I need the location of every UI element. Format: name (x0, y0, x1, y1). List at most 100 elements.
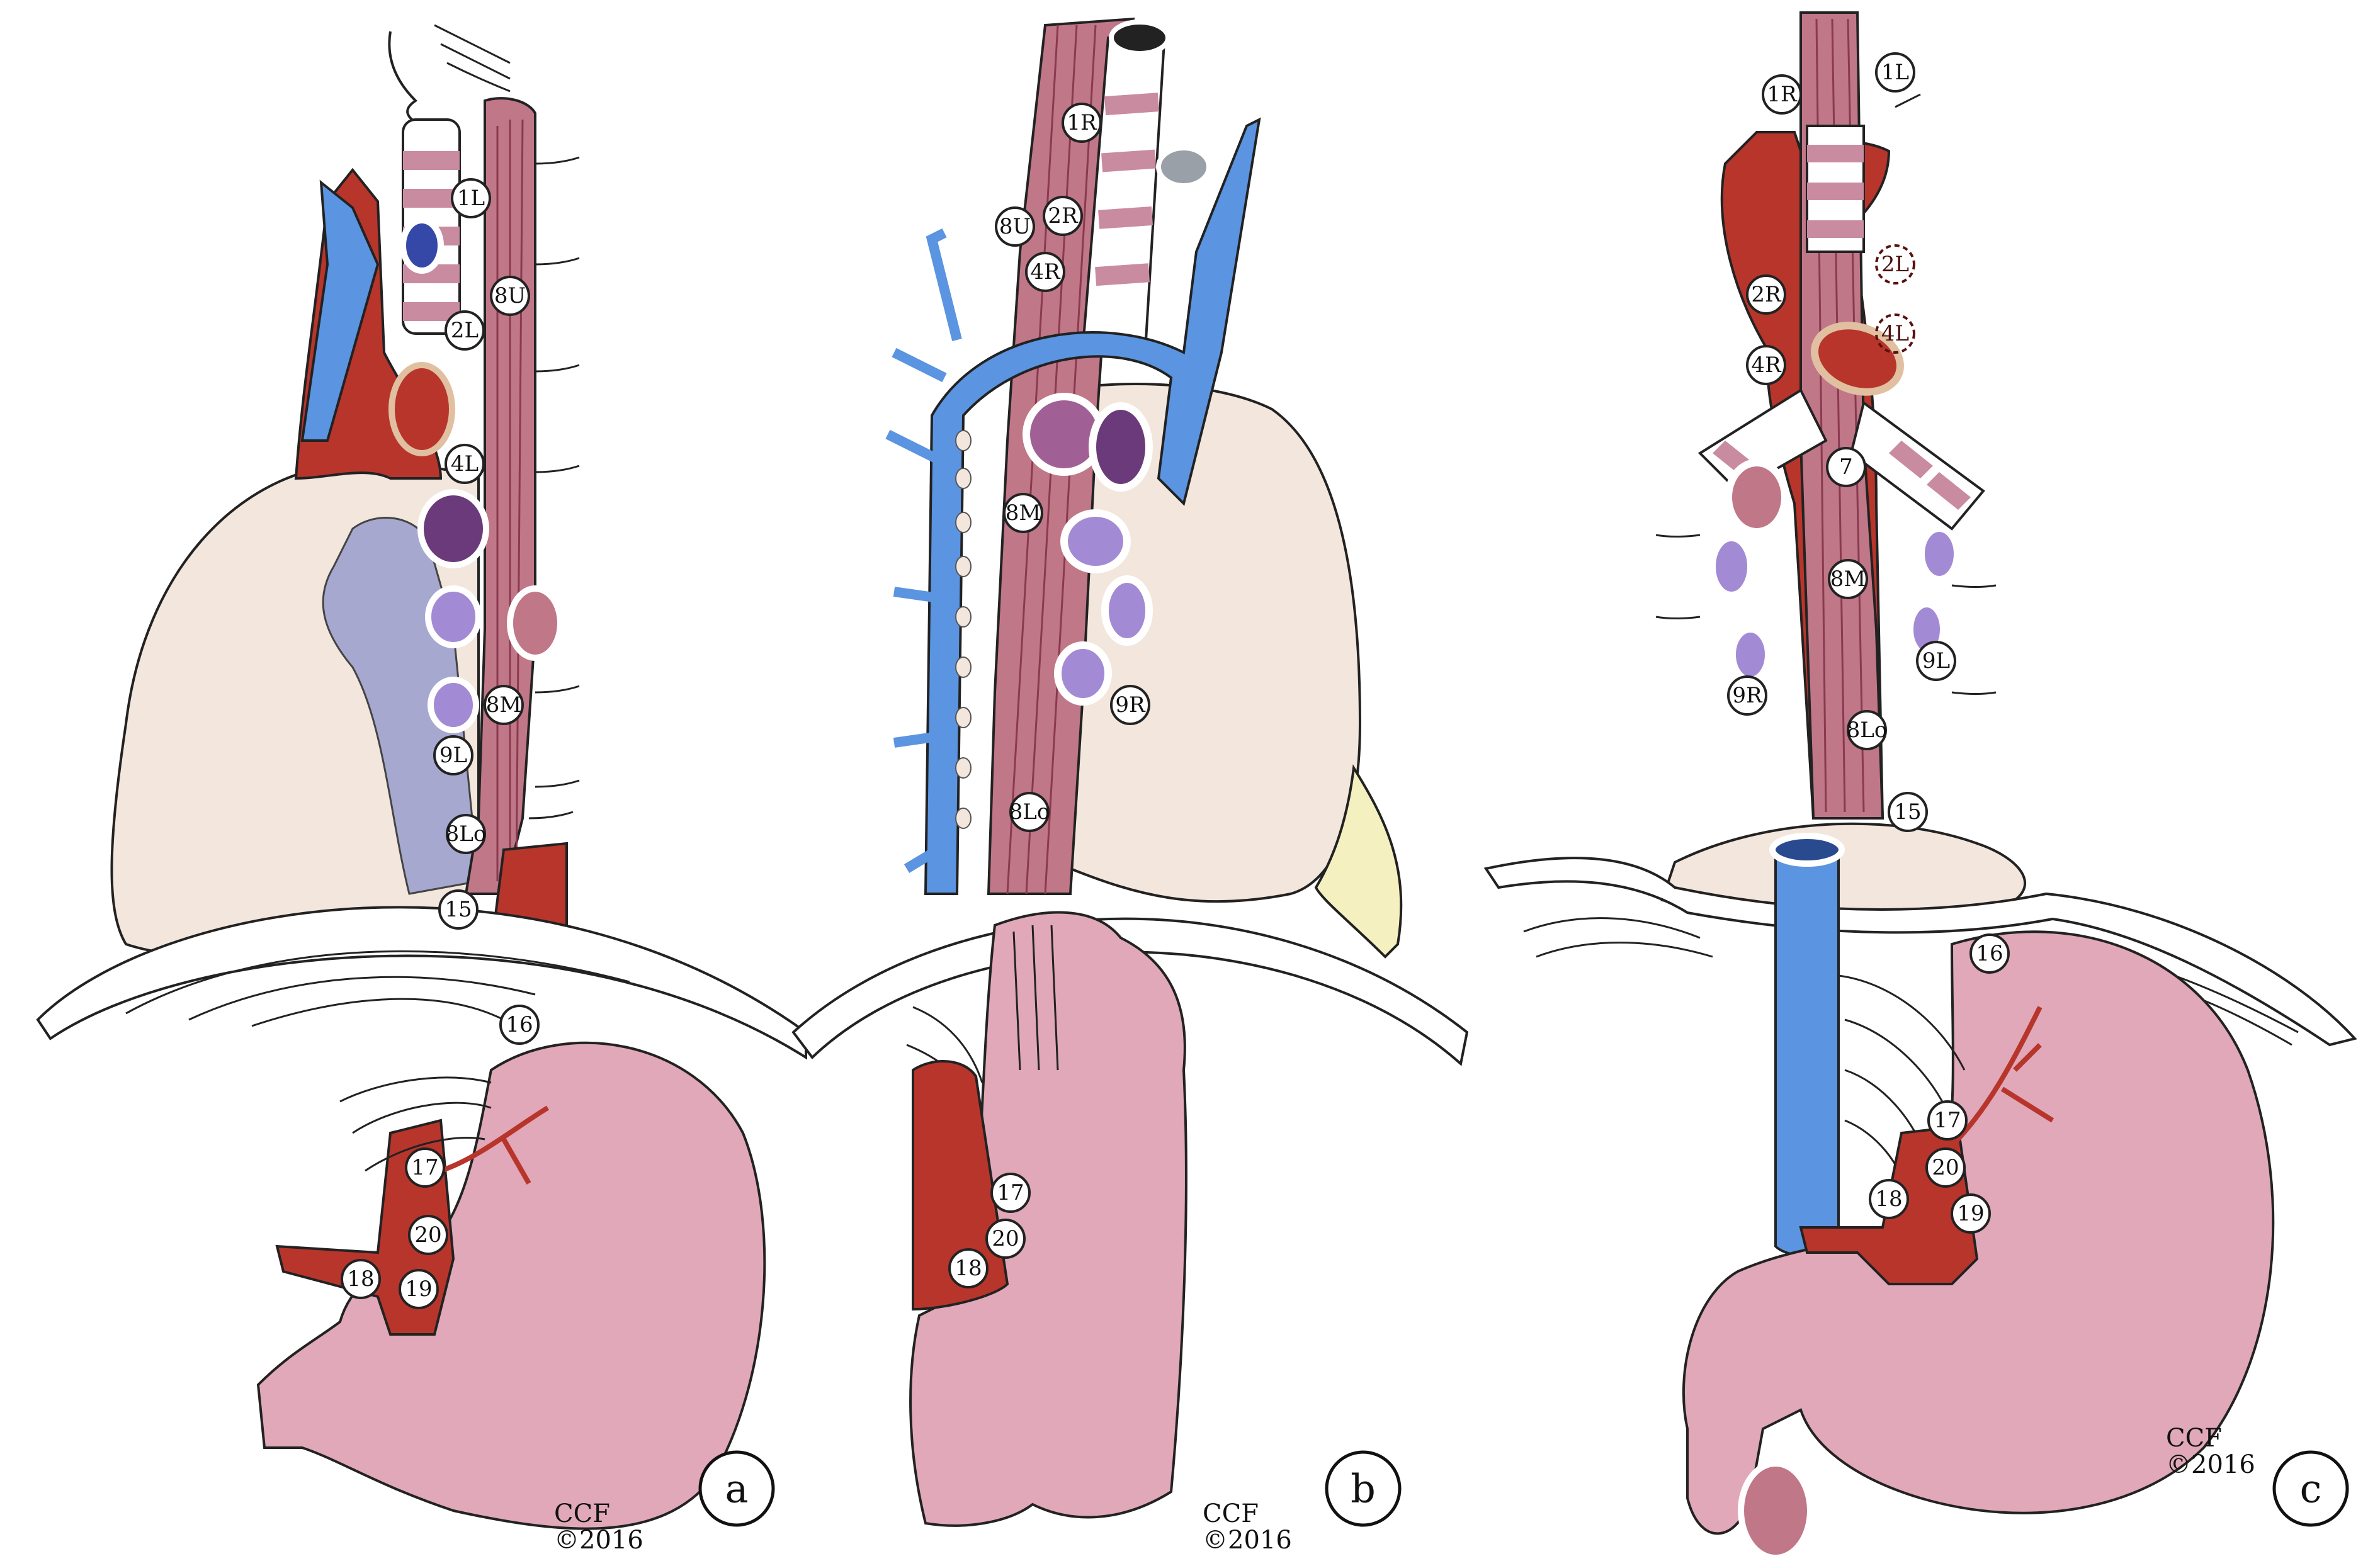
node-mass (1101, 575, 1153, 646)
label-text: 4R (1751, 352, 1782, 378)
label-text: 16 (1976, 941, 2003, 966)
label-circle (1847, 710, 1887, 750)
label-circle (490, 276, 530, 316)
credit-line: CCF (554, 1499, 610, 1528)
label-circle (985, 1219, 1026, 1259)
credit-line: ©2016 (2166, 1450, 2255, 1479)
lymph-node-station-label: 2R (1043, 196, 1083, 236)
label-circle (1062, 103, 1102, 143)
label-text: 17 (1934, 1108, 1961, 1133)
label-circle (341, 1259, 381, 1299)
lymph-node-station-label: 9R (1110, 685, 1150, 725)
ivc-section (1769, 833, 1845, 867)
lymph-node-station-label: 15 (1888, 792, 1928, 832)
label-text: 20 (414, 1222, 441, 1248)
label-circle (451, 178, 491, 218)
lymph-node-station-label: 1L (451, 178, 491, 218)
credit-a: CCF ©2016 (554, 1499, 643, 1555)
label-circle (1003, 493, 1043, 533)
panel-label-b: b (1325, 1450, 1402, 1527)
right-lung (1057, 383, 1362, 903)
label-text: 8Lo (446, 821, 487, 847)
label-text: 1L (1881, 60, 1909, 85)
lymph-node-station-label: 1L (1875, 52, 1915, 93)
node-mass (1054, 641, 1112, 706)
label-circle (438, 889, 479, 930)
label-circle (1875, 313, 1915, 354)
lymph-node-station-label: 1R (1762, 74, 1802, 115)
label-circle (1828, 559, 1868, 599)
label-circle (408, 1215, 448, 1255)
node-mass (1709, 535, 1754, 598)
credit-c: CCF ©2016 (2166, 1424, 2255, 1479)
label-text: 18 (347, 1266, 374, 1292)
lymph-node-station-label: 9L (1916, 641, 1956, 681)
label-text: 20 (992, 1226, 1019, 1251)
lymph-node-station-label: 2L (1875, 244, 1915, 285)
lymph-node-station-label: 16 (499, 1005, 540, 1045)
label-circle (1951, 1193, 1991, 1234)
label-text: 8Lo (1847, 718, 1888, 743)
credit-line: ©2016 (1203, 1526, 1292, 1555)
panel-letter: c (2300, 1466, 2322, 1512)
lymph-node-station-label: 17 (990, 1173, 1031, 1213)
label-circle (1875, 52, 1915, 93)
lymph-node-station-label: 18 (341, 1259, 381, 1299)
label-text: 2L (1881, 252, 1909, 277)
lymph-node-station-label: 17 (1927, 1100, 1968, 1141)
node-mass (417, 489, 489, 568)
lymph-node-station-label: 4L (1875, 313, 1915, 354)
label-text: 8M (1830, 566, 1866, 592)
neck-fibers (388, 24, 511, 133)
label-text: 8M (486, 692, 521, 718)
panel-label-c: c (2272, 1450, 2349, 1527)
label-circle (405, 1147, 445, 1188)
lymph-node-station-label: 9L (433, 735, 473, 775)
credit-b: CCF ©2016 (1203, 1499, 1292, 1555)
node-mass (1089, 402, 1153, 492)
node-chain (955, 430, 972, 829)
gastric-artery-branches (439, 1105, 550, 1185)
lymph-node-station-label: 18 (1869, 1179, 1909, 1219)
lymph-node-station-label: 2L (445, 310, 485, 351)
label-text: 19 (1957, 1201, 1984, 1226)
credit-line: ©2016 (554, 1526, 643, 1555)
node-mass (1060, 509, 1131, 573)
label-text: 4L (451, 451, 479, 476)
label-circle (1826, 447, 1866, 487)
lymph-node-station-label: 20 (1925, 1147, 1966, 1188)
lymph-node-station-label: 8Lo (1847, 710, 1888, 750)
panel-letter: a (725, 1466, 749, 1512)
node-mass (1730, 626, 1771, 683)
label-text: 15 (445, 897, 472, 922)
node-mass (428, 677, 479, 733)
intercostal-vessels (885, 228, 962, 873)
label-text: 18 (955, 1256, 982, 1281)
label-circle (990, 1173, 1031, 1213)
panel-c (1483, 11, 2357, 1561)
superior-vena-cava (300, 179, 380, 442)
label-text: 17 (411, 1155, 438, 1180)
aorta-section (388, 362, 455, 456)
label-circle (1969, 933, 2010, 974)
label-circle (1727, 675, 1767, 716)
bronchus-section (1725, 459, 1789, 536)
label-circle (1762, 74, 1802, 115)
label-text: 9R (1732, 683, 1763, 708)
lymph-node-station-label: 16 (1969, 933, 2010, 974)
label-text: 9L (439, 743, 467, 768)
label-circle (1746, 345, 1786, 385)
lymph-node-station-label: 4R (1746, 345, 1786, 385)
inferior-vena-cava (1774, 848, 1840, 1257)
label-circle (445, 310, 485, 351)
label-text: 8M (1006, 500, 1041, 526)
intercostal-nerves (1655, 93, 1997, 695)
lymph-node-station-label: 17 (405, 1147, 445, 1188)
pericardial-fat (1314, 764, 1403, 959)
label-text: 7 (1839, 454, 1853, 480)
label-circle (1025, 252, 1065, 292)
duodenum-section (1738, 1460, 1813, 1561)
lymph-node-station-label: 8U (995, 206, 1035, 247)
diaphragm-fibers (125, 950, 630, 1027)
